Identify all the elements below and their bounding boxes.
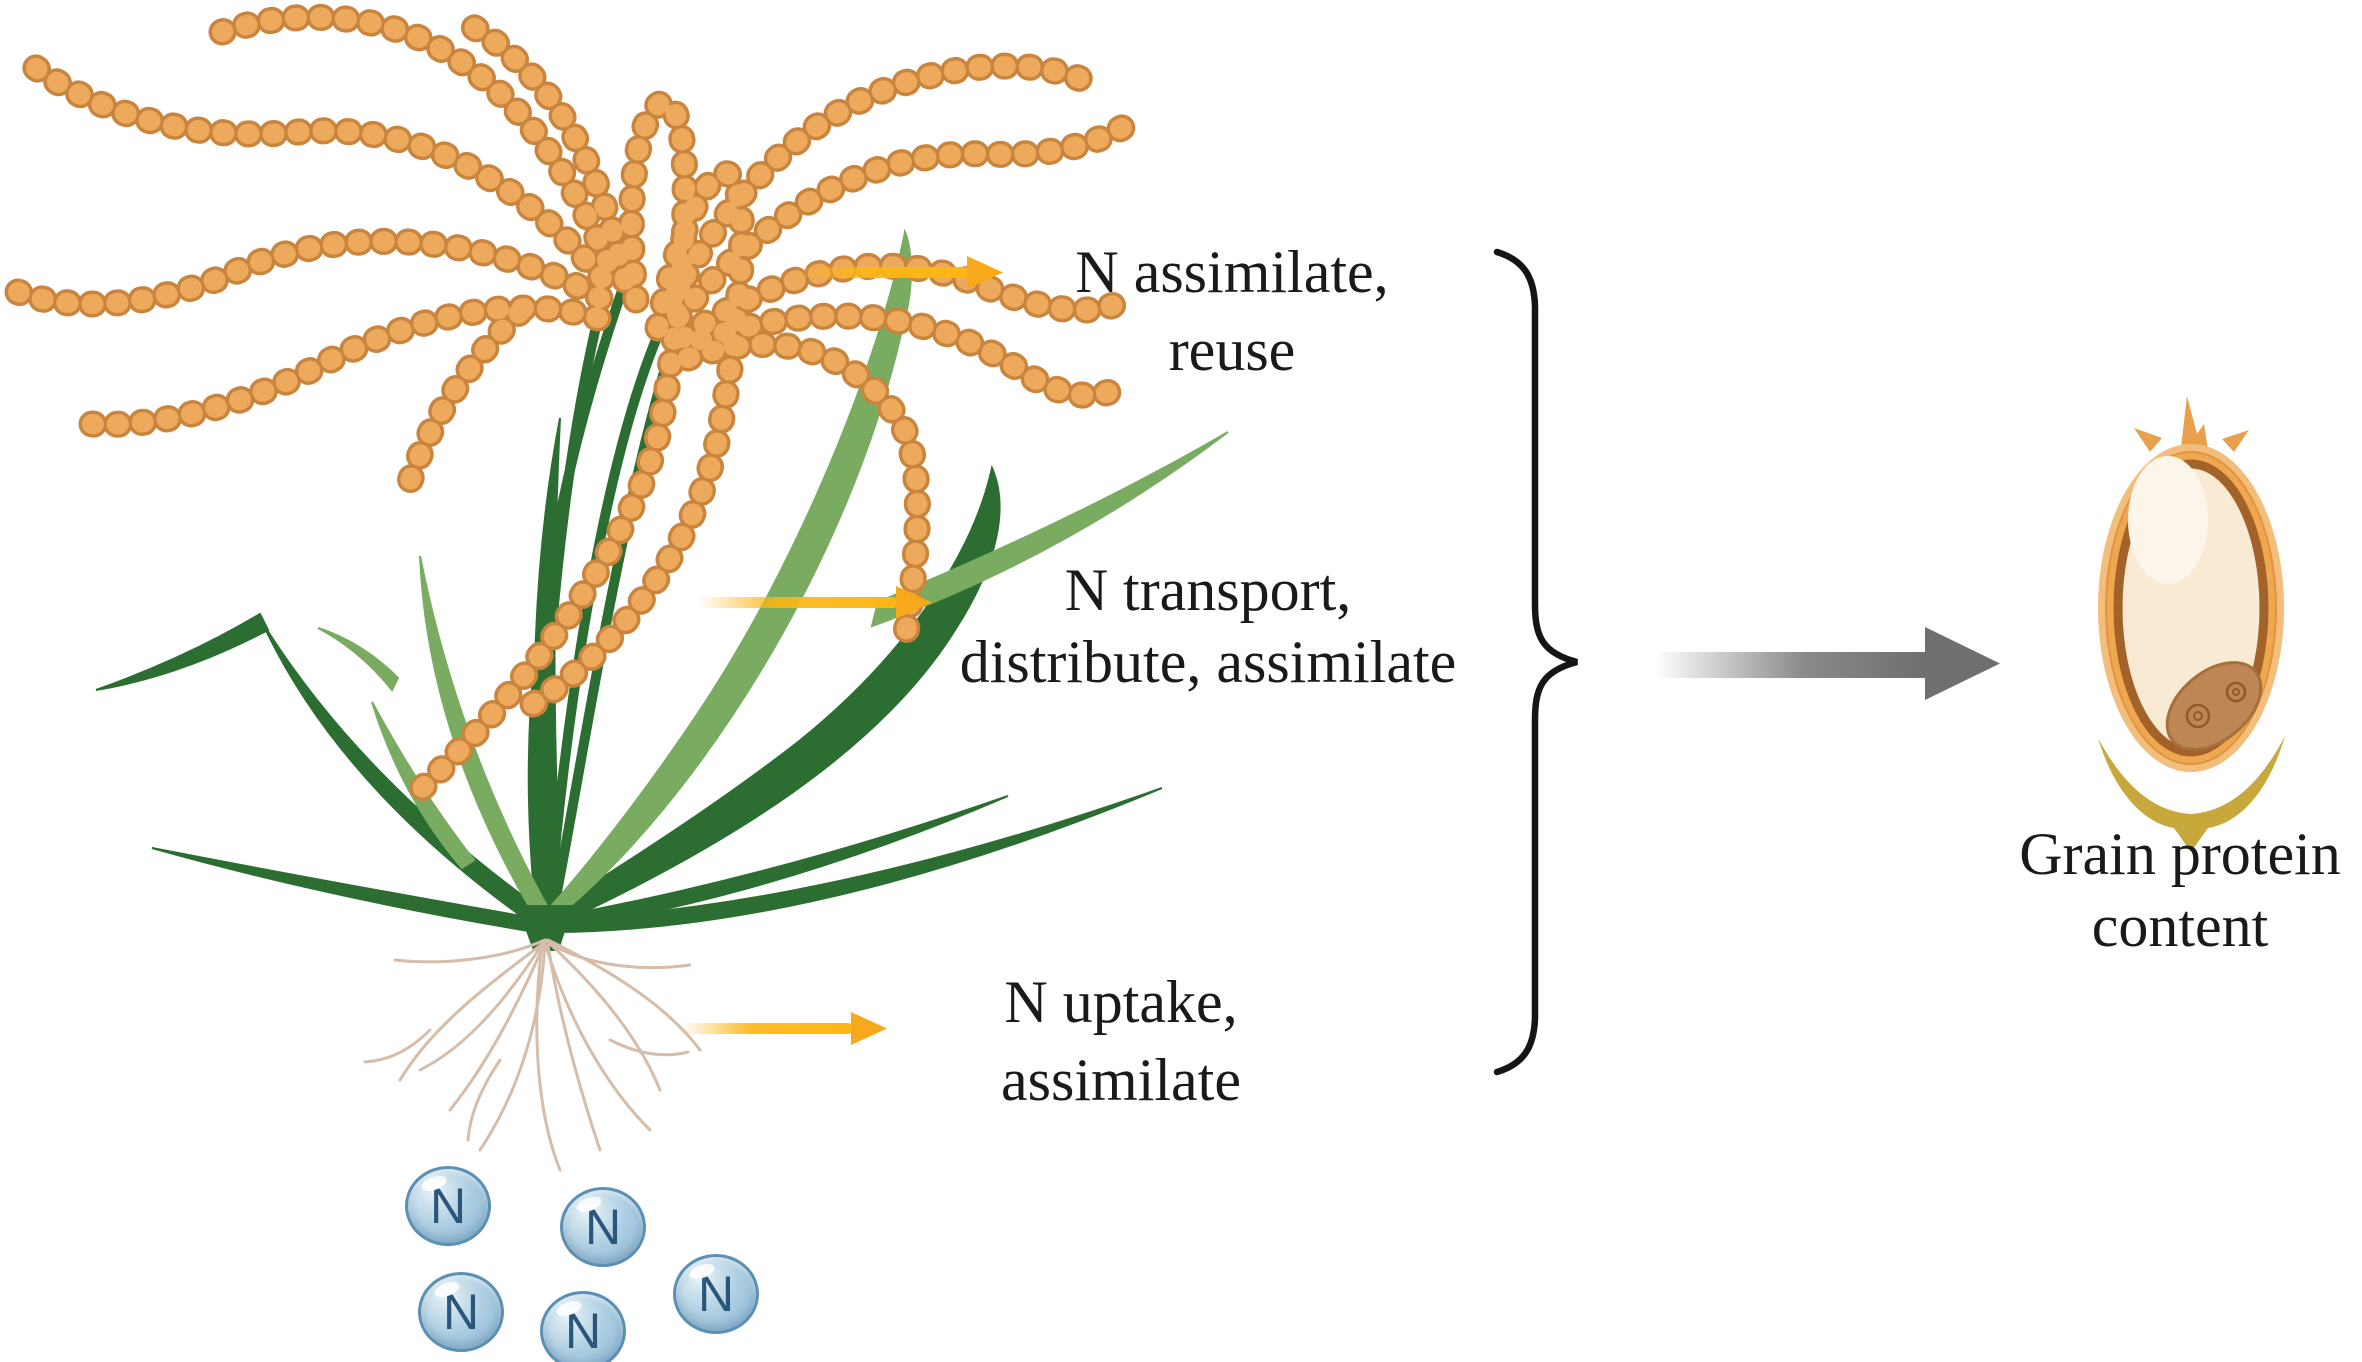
grain-highlight <box>2128 456 2208 584</box>
grain-illustration <box>2098 396 2285 852</box>
nitrogen-molecule: N <box>540 1291 626 1362</box>
label-line: N transport, <box>1064 557 1352 623</box>
grain-bran-ring <box>2113 459 2269 757</box>
nitrogen-molecule: N <box>673 1254 759 1334</box>
nitrogen-symbol: N <box>564 1303 602 1359</box>
label-line: distribute, assimilate <box>959 629 1457 695</box>
rice-plant-illustration <box>4 3 1229 1172</box>
nitrogen-molecule: N <box>418 1272 504 1352</box>
label-n-transport-distribute-assimilate: N transport, distribute, assimilate <box>960 554 1457 698</box>
embryo-swirl <box>2225 681 2247 703</box>
arrowhead <box>896 586 932 619</box>
label-grain-protein-content: Grain protein content <box>2019 818 2341 962</box>
embryo-swirl <box>2185 703 2211 729</box>
arrowhead <box>1925 627 2000 700</box>
embryo-swirl <box>2232 688 2240 696</box>
grain-glumes <box>2098 736 2285 852</box>
nitrogen-molecule: N <box>560 1187 646 1267</box>
curly-brace <box>1493 248 1578 1076</box>
nitrogen-symbol: N <box>442 1284 480 1340</box>
panicle-branch <box>4 3 1142 804</box>
rice-roots <box>363 938 702 1172</box>
arrowhead <box>851 1012 887 1045</box>
label-n-assimilate-reuse: N assimilate, reuse <box>1075 233 1388 389</box>
nitrogen-symbol: N <box>697 1266 735 1322</box>
label-n-uptake-assimilate: N uptake, assimilate <box>1001 963 1241 1119</box>
embryo-swirl <box>2193 711 2203 721</box>
process-arrow-bottom <box>681 1012 887 1045</box>
label-line: content <box>2091 893 2269 959</box>
label-line: Grain protein <box>2019 821 2341 887</box>
label-line: assimilate <box>1001 1047 1241 1113</box>
process-arrow-top <box>795 256 1003 289</box>
nitrogen-symbol: N <box>584 1199 622 1255</box>
label-line: N assimilate, <box>1075 239 1389 305</box>
label-line: N uptake, <box>1004 969 1238 1035</box>
nitrogen-symbol: N <box>429 1178 467 1234</box>
process-arrow-middle <box>698 586 932 619</box>
label-line: reuse <box>1168 317 1296 383</box>
grain-husk-spur-right <box>2222 430 2249 452</box>
rice-panicles <box>4 3 1142 804</box>
grain-awn-spike <box>2180 396 2209 456</box>
grain-husk-spur-left <box>2134 428 2162 452</box>
arrowhead <box>967 256 1003 289</box>
rice-leaves <box>95 228 1229 951</box>
nitrogen-molecule: N <box>405 1166 491 1246</box>
result-arrow <box>1655 627 2000 700</box>
